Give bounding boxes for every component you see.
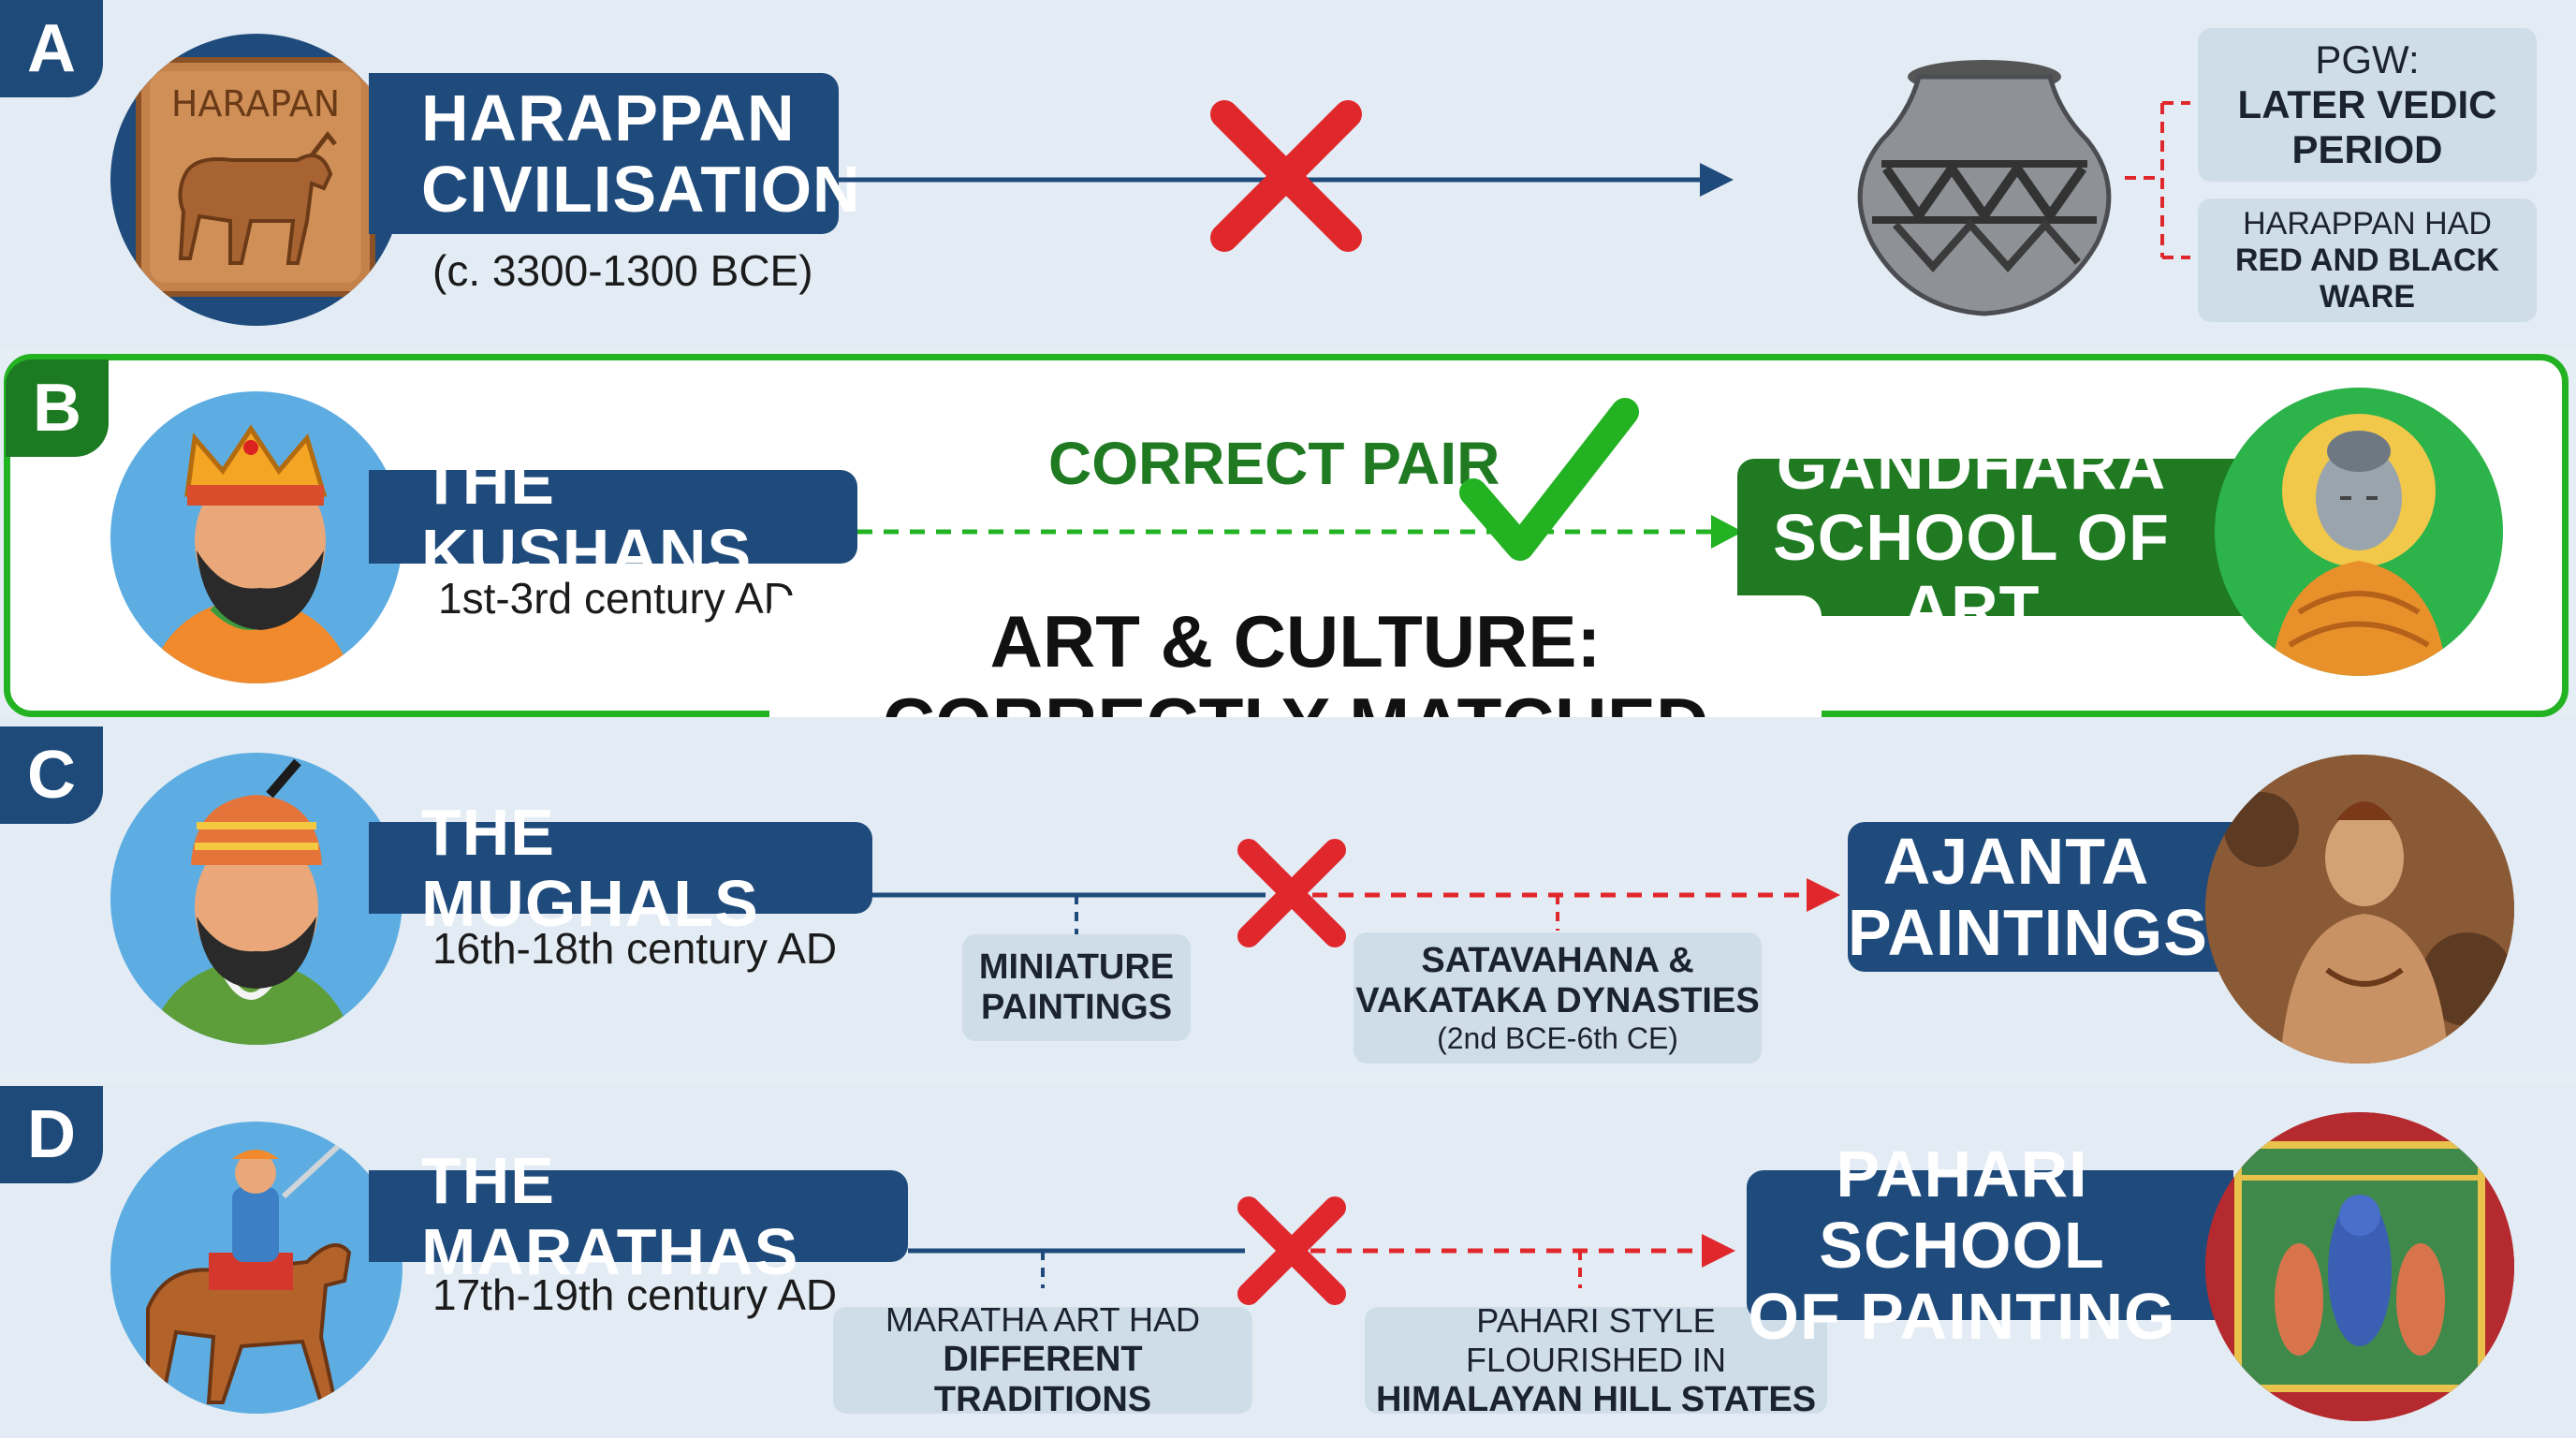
mughal-circle — [110, 753, 402, 1045]
pgw-line1: PGW: — [2315, 37, 2420, 81]
marathas-connector — [908, 1234, 1735, 1288]
maratha-circle — [110, 1122, 402, 1414]
row-d-letter: D — [0, 1086, 103, 1183]
row-a-letter: A — [0, 0, 103, 97]
harappan-ware-note: HARAPPAN HAD RED AND BLACK WARE — [2198, 198, 2537, 322]
mughals-period: 16th-18th century AD — [432, 924, 838, 973]
incorrect-cross-icon-a — [1210, 100, 1362, 252]
pahari-line1: PAHARI SCHOOL — [1819, 1137, 2105, 1282]
gandhara-line1: GANDHARA — [1776, 430, 2167, 503]
correct-pair-label: CORRECT PAIR — [1048, 430, 1500, 497]
maratha-horseman-icon — [146, 1137, 352, 1404]
miniature-line1: MINIATURE — [978, 947, 1175, 987]
pgw-box: PGW: LATER VEDIC PERIOD — [2198, 28, 2537, 182]
ajanta-circle — [2205, 755, 2514, 1064]
harappan-name-line2: CIVILISATION — [421, 153, 861, 226]
pahari-flourished-note: PAHARI STYLE FLOURISHED IN HIMALAYAN HIL… — [1365, 1301, 1827, 1419]
harappan-name-line1: HARAPPAN — [421, 81, 796, 154]
pgw-line3: PERIOD — [2291, 127, 2443, 171]
kushans-arrow — [857, 515, 1743, 549]
pahari-note-line2: HIMALAYAN HILL STATES — [1375, 1379, 1817, 1419]
pgw-bracket — [2125, 101, 2190, 259]
pahari-painting-icon — [2205, 1112, 2514, 1421]
pahari-circle — [2205, 1112, 2514, 1421]
mughal-emperor-icon — [148, 758, 354, 1045]
ware-note-line1: HARAPPAN HAD — [2243, 205, 2492, 242]
row-b-letter: B — [6, 360, 109, 457]
ajanta-label: AJANTA PAINTINGS — [1848, 822, 2241, 972]
buddha-circle — [2215, 388, 2503, 676]
pahari-note-line1: PAHARI STYLE FLOURISHED IN — [1465, 1300, 1727, 1379]
marathas-period: 17th-19th century AD — [432, 1270, 838, 1319]
ajanta-line2: PAINTINGS — [1848, 896, 2208, 969]
kushans-label: THE KUSHANS — [369, 446, 857, 588]
harappan-seal-icon: HARAPAN — [136, 57, 375, 297]
dynasties-line1: SATAVAHANA & — [1421, 940, 1694, 980]
check-mark-icon — [1459, 398, 1639, 561]
kushans-name: THE KUSHANS — [421, 445, 753, 589]
title-line1: ART & CULTURE: — [989, 600, 1602, 682]
kushans-period: 1st-3rd century AD — [438, 574, 795, 623]
pahari-line2: OF PAINTING — [1748, 1280, 2176, 1353]
marathas-name: THE MARATHAS — [421, 1144, 799, 1288]
ajanta-line1: AJANTA — [1882, 825, 2150, 898]
ware-note-line2: RED AND BLACK WARE — [2234, 242, 2500, 315]
gandhara-line2: SCHOOL OF ART — [1773, 501, 2170, 645]
gandhara-buddha-icon — [2271, 414, 2447, 676]
harappan-label: HARAPPAN CIVILISATION — [369, 73, 861, 234]
dynasties-line3: (2nd BCE-6th CE) — [1437, 1020, 1678, 1055]
harappan-seal-circle: HARAPAN — [110, 34, 402, 326]
seal-text: HARAPAN — [171, 83, 340, 125]
mughals-connector — [872, 878, 1840, 936]
maratha-note-line1: MARATHA ART HAD — [885, 1300, 1201, 1339]
gandhara-label: GANDHARA SCHOOL OF ART — [1737, 431, 2261, 644]
pahari-label: PAHARI SCHOOL OF PAINTING — [1747, 1138, 2233, 1352]
dynasties-note: SATAVAHANA & VAKATAKA DYNASTIES (2nd BCE… — [1354, 932, 1762, 1064]
dynasties-line2: VAKATAKA DYNASTIES — [1355, 980, 1760, 1020]
mughals-label: THE MUGHALS — [369, 797, 872, 939]
maratha-art-note: MARATHA ART HAD DIFFERENT TRADITIONS — [833, 1300, 1252, 1419]
pgw-pot-icon — [1857, 60, 2112, 316]
kushan-king-icon — [148, 424, 354, 683]
row-c-letter: C — [0, 726, 103, 824]
pgw-line2: LATER VEDIC — [2237, 82, 2497, 126]
incorrect-cross-icon-c — [1237, 839, 1346, 947]
ajanta-painting-icon — [2205, 755, 2514, 1064]
mughals-name: THE MUGHALS — [421, 796, 759, 940]
maratha-note-line2: DIFFERENT TRADITIONS — [933, 1340, 1152, 1419]
kushan-king-circle — [110, 391, 402, 683]
harappan-period: (c. 3300-1300 BCE) — [432, 246, 813, 295]
miniature-note: MINIATURE PAINTINGS — [962, 934, 1191, 1041]
marathas-label: THE MARATHAS — [369, 1145, 908, 1287]
miniature-line2: PAINTINGS — [980, 988, 1173, 1027]
incorrect-cross-icon-d — [1237, 1196, 1346, 1305]
